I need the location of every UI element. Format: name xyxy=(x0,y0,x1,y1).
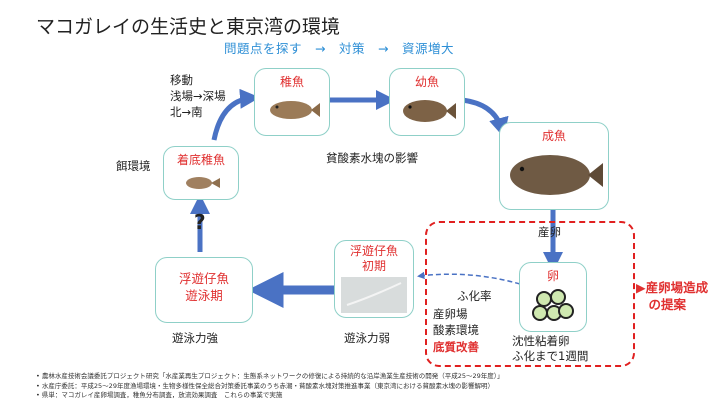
stage-juvenile-label: 稚魚 xyxy=(279,75,304,89)
hatch-rate-label: ふ化率 xyxy=(457,289,492,303)
stage-adult-label: 成魚 xyxy=(541,129,566,143)
feeding-label: 餌環境 xyxy=(116,159,151,173)
stage-egg-label: 卵 xyxy=(546,269,559,283)
page-title: マコガレイの生活史と東京湾の環境 xyxy=(36,16,341,38)
adult-fish-image xyxy=(510,155,603,195)
swim-weak-label: 遊泳力弱 xyxy=(344,331,390,345)
subtitle: 問題点を探す → 対策 → 資源増大 xyxy=(224,41,454,56)
stage-floating-swim-box: 浮遊仔魚 遊泳期 xyxy=(155,257,253,323)
movement-label: 移動 浅場→深場 北→南 xyxy=(170,73,226,119)
spawning-ground-area xyxy=(425,221,635,367)
spawn-environment-label: 産卵場 酸素環境 xyxy=(433,307,479,337)
stage-settled-label: 着底稚魚 xyxy=(176,153,225,167)
juvenile-fish-image xyxy=(270,101,320,119)
larva-image xyxy=(341,277,407,313)
stage-juvenile-box: 稚魚 xyxy=(254,68,330,136)
stage-adult-box: 成魚 xyxy=(499,122,609,210)
stage-young-box: 幼魚 xyxy=(389,68,465,136)
settled-fish-image xyxy=(186,177,220,189)
spawning-label: 産卵 xyxy=(538,225,561,239)
unknown-question-mark: ? xyxy=(194,210,206,234)
footnotes: 農林水産技術会議委託プロジェクト研究「水産業再生プロジェクト：生態系ネットワーク… xyxy=(36,372,504,401)
arrow-young-to-adult xyxy=(461,97,509,138)
egg-cluster-image xyxy=(532,289,574,321)
stage-egg-box: 卵 xyxy=(519,262,587,332)
arrow-egg-to-floating xyxy=(417,271,521,285)
spawning-ground-proposal: ▶産卵場造成 の提案 xyxy=(636,280,709,312)
footnote-item: 県単：マコガレイ産卵場調査，稚魚分布調査，放流効果調査 これらの事業で実施 xyxy=(36,391,504,401)
stage-floating-initial-label: 浮遊仔魚 初期 xyxy=(349,244,398,273)
footnote-item: 水産庁委託：平成25～29年度漁場環境・生物多様性保全総合対策委託事業のうち赤潮… xyxy=(36,382,504,392)
stage-young-label: 幼魚 xyxy=(414,75,439,89)
stage-settled-box: 着底稚魚 xyxy=(163,146,239,200)
stage-floating-initial-box: 浮遊仔魚 初期 xyxy=(334,240,414,318)
stage-floating-swim-label: 浮遊仔魚 遊泳期 xyxy=(178,271,229,303)
arrow-settled-to-juvenile xyxy=(211,88,260,141)
swim-strong-label: 遊泳力強 xyxy=(172,331,218,345)
footnote-item: 農林水産技術会議委託プロジェクト研究「水産業再生プロジェクト：生態系ネットワーク… xyxy=(36,372,504,382)
young-fish-image xyxy=(403,100,456,122)
egg-description-label: 沈性粘着卵 ふ化まで1週間 xyxy=(512,334,589,363)
anoxic-label: 貧酸素水塊の影響 xyxy=(326,151,418,165)
bottom-improvement-label: 底質改善 xyxy=(433,340,479,354)
